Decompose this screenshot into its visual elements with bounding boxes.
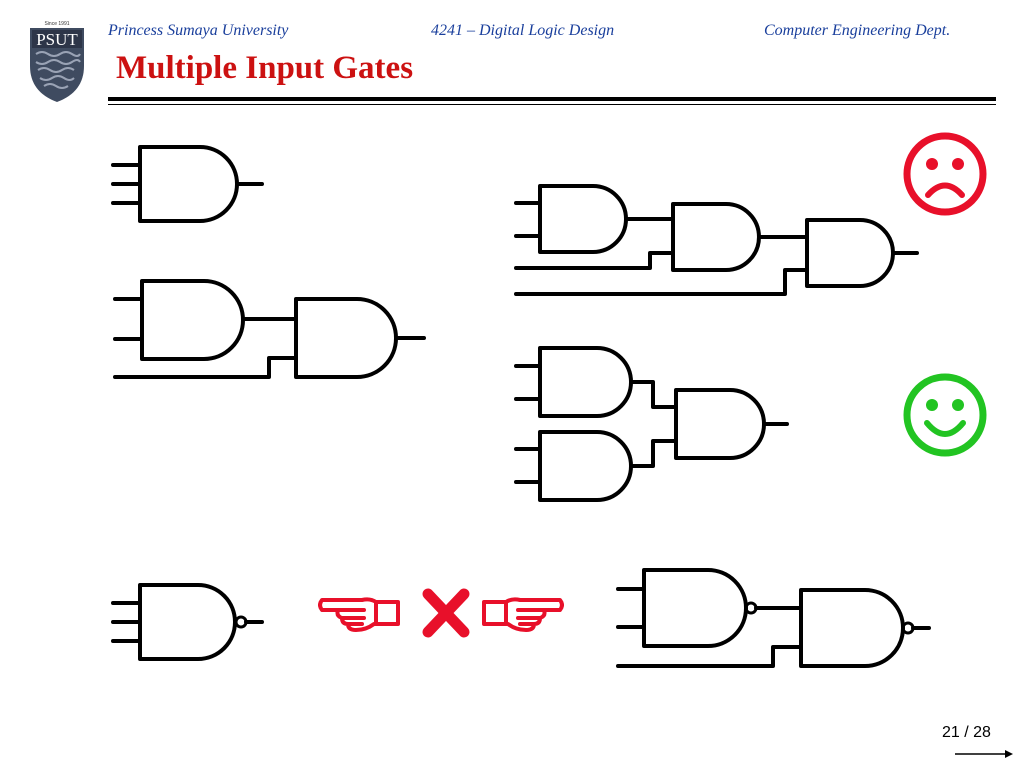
psut-logo: Since 1991 PSUT <box>30 21 84 102</box>
logo-psut-text: PSUT <box>36 30 78 49</box>
title-rule-thin <box>108 104 996 105</box>
pointing-hand-right-icon <box>482 597 564 632</box>
header-university: Princess Sumaya University <box>108 22 289 39</box>
and-gate-cascade-2 <box>113 279 426 379</box>
happy-face-icon <box>903 373 987 457</box>
nand-gate-cascade-2 <box>616 568 931 668</box>
slide-title: Multiple Input Gates <box>116 50 414 86</box>
nand-gate-3-input <box>111 583 264 661</box>
next-slide-arrow-icon[interactable] <box>955 748 1015 760</box>
page-number: 21 / 28 <box>942 724 991 741</box>
logo-since-text: Since 1991 <box>44 21 69 27</box>
and-gate-chain-serial <box>514 184 919 296</box>
title-rule-thick <box>108 97 996 101</box>
sad-face-icon <box>903 132 987 216</box>
and-gate-3-input <box>111 145 264 223</box>
header-course: 4241 – Digital Logic Design <box>431 22 615 39</box>
cross-icon <box>422 588 470 638</box>
header-department: Computer Engineering Dept. <box>764 22 951 39</box>
pointing-hand-left-icon <box>318 597 400 632</box>
and-gate-tree-balanced <box>514 346 789 502</box>
